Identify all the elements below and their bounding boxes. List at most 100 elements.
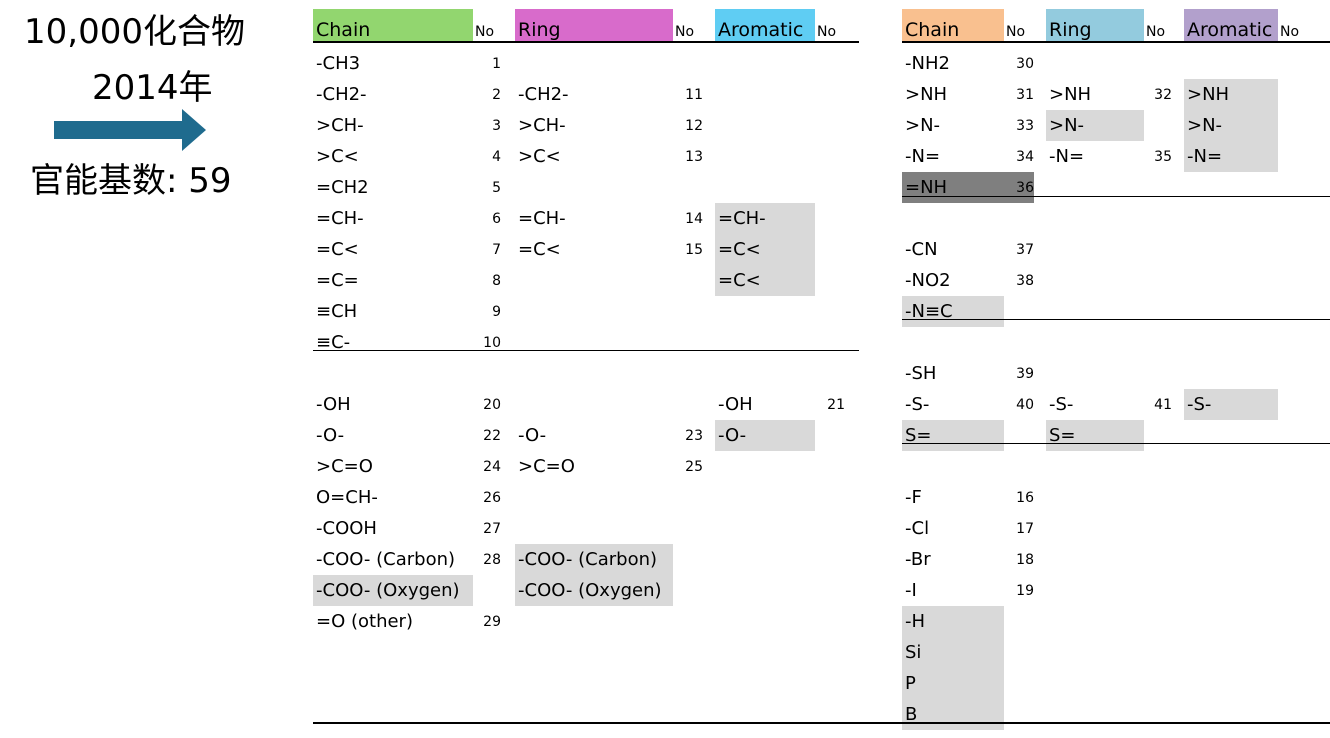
left-row-chain-number: 4 — [492, 149, 501, 165]
header-no-chain-right: No — [1006, 24, 1026, 40]
left-row-chain-number: 26 — [483, 490, 501, 506]
right-row-chain-cell: -CN — [905, 239, 938, 260]
compound-count-label: 10,000化合物 — [24, 12, 245, 52]
left-row-chain-cell: =C= — [316, 270, 359, 291]
left-row-ring-number: 13 — [685, 149, 703, 165]
left-row-chain-number: 1 — [492, 56, 501, 72]
right-row-chain-cell: Si — [902, 637, 1004, 668]
left-row-chain-cell: ≡C- — [316, 332, 351, 353]
left-row-chain-number: 2 — [492, 87, 501, 103]
group-divider-right-nitrile — [902, 319, 1330, 320]
left-row-chain-number: 29 — [483, 614, 501, 630]
left-row-ring-number: 15 — [685, 242, 703, 258]
left-row-chain-cell: >C=O — [316, 456, 373, 477]
right-row-chain-cell: -Cl — [905, 518, 930, 539]
left-row-ring-cell: -O- — [518, 425, 547, 446]
left-row-chain-number: 3 — [492, 118, 501, 134]
right-row-chain-number: 36 — [1004, 172, 1034, 203]
right-row-chain-number: 17 — [1016, 521, 1034, 537]
right-row-ring-number: 41 — [1154, 397, 1172, 413]
right-row-chain-cell: S= — [902, 420, 1004, 451]
left-row-ring-number: 12 — [685, 118, 703, 134]
left-row-chain-cell: ≡CH — [316, 301, 358, 322]
right-row-chain-number: 30 — [1016, 56, 1034, 72]
left-row-chain-number: 9 — [492, 304, 501, 320]
right-row-chain-cell: >N- — [905, 115, 941, 136]
left-row-ring-cell: >C=O — [518, 456, 575, 477]
right-row-chain-cell: -F — [905, 487, 922, 508]
right-row-chain-cell: -N≡C — [902, 296, 1004, 327]
header-aromatic-right: Aromatic — [1184, 9, 1278, 42]
right-row-chain-number: 34 — [1016, 149, 1034, 165]
right-row-chain-number: 18 — [1016, 552, 1034, 568]
functional-group-table-left: Chain No Ring No Aromatic No -CH3 1 -CH2- 2… — [313, 9, 859, 632]
left-row-chain-cell: -CH3 — [316, 53, 361, 74]
left-row-chain-cell: -O- — [316, 425, 345, 446]
left-row-ring-number: 14 — [685, 211, 703, 227]
right-row-chain-number: 40 — [1016, 397, 1034, 413]
left-row-chain-number: 10 — [483, 335, 501, 351]
right-row-ring-number: 35 — [1154, 149, 1172, 165]
group-divider-right-sulfur — [902, 443, 1330, 444]
right-row-arom-cell: >N- — [1184, 110, 1278, 141]
left-row-ring-cell: >C< — [518, 146, 561, 167]
left-row-chain-number: 5 — [492, 180, 501, 196]
left-row-chain-cell: -COO- (Carbon) — [316, 549, 456, 570]
right-row-arom-cell: -S- — [1184, 389, 1278, 420]
left-row-chain-cell: =CH- — [316, 208, 364, 229]
right-row-chain-cell: -I — [905, 580, 917, 601]
left-row-chain-cell: >C< — [316, 146, 359, 167]
header-ring-left: Ring — [515, 9, 673, 42]
left-row-chain-number: 7 — [492, 242, 501, 258]
right-row-chain-cell: -SH — [905, 363, 937, 384]
left-row-chain-number: 24 — [483, 459, 501, 475]
bottom-rule — [313, 722, 1330, 724]
left-row-chain-number: 8 — [492, 273, 501, 289]
header-no-chain-left: No — [475, 24, 495, 40]
left-row-chain-cell: -CH2- — [316, 84, 367, 105]
header-no-aromatic-right: No — [1280, 24, 1300, 40]
right-row-ring-number: 32 — [1154, 87, 1172, 103]
group-divider-right-amine — [902, 196, 1330, 197]
left-row-arom-cell: -O- — [715, 420, 815, 451]
left-row-chain-cell: =O (other) — [316, 611, 413, 632]
right-row-chain-cell: P — [902, 668, 1004, 699]
left-row-chain-cell: -OH — [316, 394, 351, 415]
header-no-aromatic-left: No — [817, 24, 837, 40]
header-rule-right — [902, 41, 1330, 43]
right-row-chain-cell: -Br — [905, 549, 931, 570]
left-row-arom-cell: =C< — [715, 265, 815, 296]
left-row-chain-number: 20 — [483, 397, 501, 413]
right-row-ring-cell: >NH — [1049, 84, 1092, 105]
right-row-arom-cell: >NH — [1184, 79, 1278, 110]
right-row-chain-cell: =NH — [902, 172, 1004, 203]
left-row-chain-cell: =CH2 — [316, 177, 369, 198]
right-row-chain-number: 38 — [1016, 273, 1034, 289]
left-row-arom-number: 21 — [827, 397, 845, 413]
right-row-ring-cell: >N- — [1046, 110, 1144, 141]
header-aromatic-left: Aromatic — [715, 9, 815, 42]
left-row-arom-cell: -OH — [718, 394, 753, 415]
left-row-chain-cell: O=CH- — [316, 487, 378, 508]
header-chain-left: Chain — [313, 9, 473, 42]
right-row-chain-number: 33 — [1016, 118, 1034, 134]
right-row-chain-cell: B — [902, 699, 1004, 730]
right-row-ring-cell: S= — [1046, 420, 1144, 451]
right-row-chain-number: 37 — [1016, 242, 1034, 258]
left-row-chain-cell: -COOH — [316, 518, 377, 539]
left-row-ring-number: 23 — [685, 428, 703, 444]
header-no-ring-left: No — [675, 24, 695, 40]
left-row-chain-cell: >CH- — [316, 115, 364, 136]
left-row-ring-cell: -COO- (Carbon) — [515, 544, 673, 575]
right-row-chain-cell: -S- — [905, 394, 930, 415]
right-row-chain-cell: -N= — [905, 146, 941, 167]
right-row-chain-cell: -NO2 — [905, 270, 951, 291]
left-row-ring-cell: -COO- (Oxygen) — [515, 575, 673, 606]
left-row-ring-cell: -CH2- — [518, 84, 569, 105]
left-row-arom-cell: =CH- — [715, 203, 815, 234]
year-label: 2014年 — [92, 68, 213, 108]
left-row-ring-number: 25 — [685, 459, 703, 475]
right-row-ring-cell: -N= — [1049, 146, 1085, 167]
left-row-chain-number: 22 — [483, 428, 501, 444]
